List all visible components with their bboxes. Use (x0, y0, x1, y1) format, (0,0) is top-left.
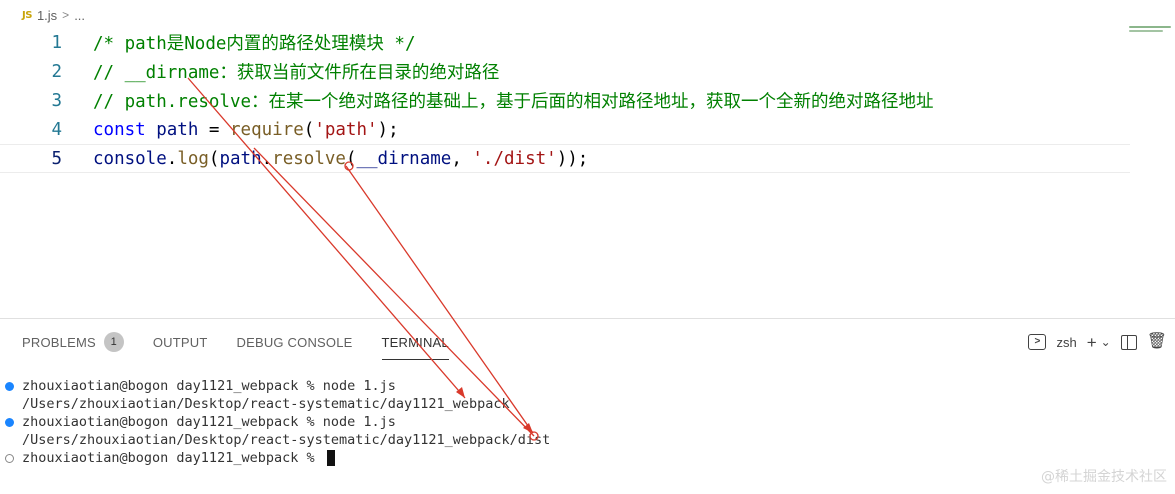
code-token-comment: // path.resolve：在某一个绝对路径的基础上，基于后面的相对路径地址… (93, 92, 934, 112)
line-number: 1 (51, 32, 62, 53)
tab-problems[interactable]: PROBLEMS 1 (22, 328, 124, 356)
line-code: const path = require('path'); (93, 120, 399, 140)
chevron-right-icon: > (62, 8, 70, 22)
code-token-keyword: const (93, 119, 146, 140)
tab-terminal[interactable]: TERMINAL (381, 328, 450, 360)
plus-icon[interactable]: + (1086, 332, 1097, 352)
code-token-var: path (156, 119, 199, 140)
code-token-punct: . (261, 148, 273, 169)
code-token-punct (146, 120, 157, 140)
line-code: // path.resolve：在某一个绝对路径的基础上，基于后面的相对路径地址… (93, 88, 934, 113)
code-token-punct: ( (208, 148, 220, 169)
breadcrumb[interactable]: JS 1.js > ... (22, 6, 85, 24)
javascript-file-icon: JS (22, 9, 32, 21)
code-line: 4 const path = require('path'); (0, 115, 1130, 144)
tab-output[interactable]: OUTPUT (152, 334, 208, 350)
terminal-prompt-line[interactable]: zhouxiaotian@bogon day1121_webpack % (5, 449, 335, 467)
terminal-cursor (326, 450, 335, 466)
code-token-fn: require (230, 119, 304, 140)
terminal-line: /Users/zhouxiaotian/Desktop/react-system… (22, 432, 551, 448)
code-line-active: 5 console.log(path.resolve(__dirname, '.… (0, 144, 1130, 173)
line-number: 4 (51, 119, 62, 140)
command-status-dot (5, 453, 14, 463)
terminal-line: zhouxiaotian@bogon day1121_webpack % nod… (5, 413, 396, 431)
code-token-var: __dirname (356, 148, 452, 169)
code-token-var: console (93, 148, 167, 169)
code-token-punct: , (451, 148, 473, 169)
split-icon[interactable] (1120, 334, 1137, 350)
problems-count-badge: 1 (103, 332, 124, 352)
code-token-var: path (219, 148, 262, 169)
line-number: 2 (51, 61, 62, 82)
code-line: 3 // path.resolve：在某一个绝对路径的基础上，基于后面的相对路径… (0, 86, 1130, 115)
line-code: console.log(path.resolve(__dirname, './d… (93, 149, 588, 169)
tab-debug-console[interactable]: DEBUG CONSOLE (236, 334, 353, 350)
panel-tabs: PROBLEMS 1 OUTPUT DEBUG CONSOLE TERMINAL (22, 328, 478, 360)
code-token-punct: )); (556, 148, 589, 169)
breadcrumb-file-name[interactable]: 1.js (36, 7, 58, 23)
code-line: 2 // __dirname：获取当前文件所在目录的绝对路径 (0, 57, 1130, 86)
breadcrumb-more[interactable]: ... (74, 7, 86, 23)
bottom-panel: PROBLEMS 1 OUTPUT DEBUG CONSOLE TERMINAL… (0, 318, 1175, 494)
chevron-down-icon[interactable]: ⌄ (1100, 335, 1111, 349)
trash-icon[interactable]: 🗑 (1146, 333, 1167, 350)
line-number: 3 (51, 90, 62, 111)
code-token-string: 'path' (314, 119, 378, 140)
code-token-punct: ( (303, 119, 315, 140)
code-token-fn: resolve (272, 148, 346, 169)
shell-label[interactable]: zsh (1056, 334, 1077, 350)
code-token-punct: = (198, 119, 230, 140)
line-code: /* path是Node内置的路径处理模块 */ (93, 30, 416, 55)
code-token-comment: /* path是Node内置的路径处理模块 */ (93, 34, 416, 54)
terminal-line: /Users/zhouxiaotian/Desktop/react-system… (22, 396, 510, 412)
code-token-fn: log (177, 148, 209, 169)
line-number: 5 (51, 148, 62, 169)
code-editor[interactable]: 1 /* path是Node内置的路径处理模块 */ 2 // __dirnam… (0, 28, 1175, 318)
command-status-dot[interactable] (5, 381, 14, 391)
terminal-icon[interactable]: > (1028, 334, 1047, 350)
code-line: 1 /* path是Node内置的路径处理模块 */ (0, 28, 1130, 57)
code-token-comment: // __dirname：获取当前文件所在目录的绝对路径 (93, 63, 500, 83)
code-token-punct: ); (377, 119, 399, 140)
terminal-line: zhouxiaotian@bogon day1121_webpack % nod… (5, 377, 396, 395)
line-code: // __dirname：获取当前文件所在目录的绝对路径 (93, 59, 499, 84)
code-token-punct: ( (345, 148, 357, 169)
watermark: @稀土掘金技术社区 (1041, 469, 1167, 485)
code-token-punct: . (166, 148, 178, 169)
code-token-string: './dist' (472, 148, 557, 169)
panel-actions: > zsh + ⌄ 🗑 (1028, 331, 1167, 353)
command-status-dot[interactable] (5, 417, 14, 427)
minimap[interactable] (1129, 26, 1171, 36)
